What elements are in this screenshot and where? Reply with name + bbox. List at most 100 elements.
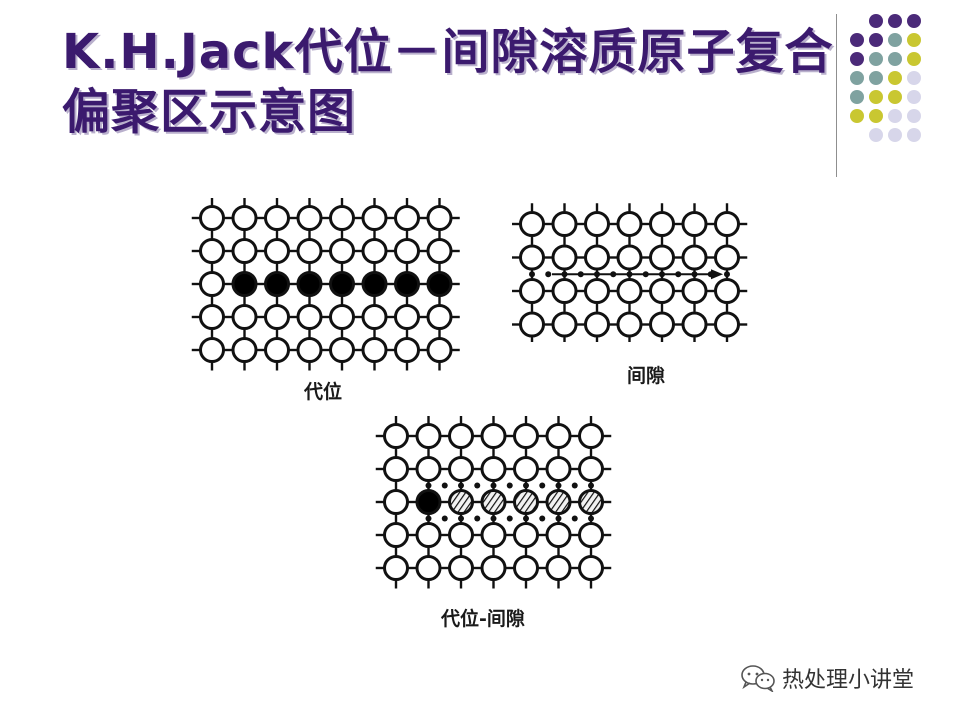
decorative-dot xyxy=(869,90,883,104)
decorative-dot xyxy=(888,71,902,85)
host-atom xyxy=(551,211,578,237)
substitutional-atom xyxy=(329,271,355,297)
interstitial-atom xyxy=(588,482,594,489)
host-atom xyxy=(329,304,355,330)
interstitial-atom xyxy=(425,482,432,489)
decorative-dot xyxy=(869,14,883,28)
host-atom xyxy=(480,522,507,548)
host-atom xyxy=(426,337,453,363)
host-atom xyxy=(296,337,323,363)
host-atom xyxy=(513,555,539,581)
interstitial-atom xyxy=(425,515,432,522)
host-atom xyxy=(199,205,225,231)
interstitial-atom xyxy=(724,271,730,278)
host-atom xyxy=(519,311,545,338)
host-atom xyxy=(448,456,474,482)
substitutional-atom xyxy=(264,271,290,297)
decorative-dot xyxy=(850,90,864,104)
host-atom xyxy=(361,304,388,330)
interstitial-atom xyxy=(474,482,481,489)
interstitial-atom xyxy=(506,482,513,489)
host-atom xyxy=(649,311,675,338)
host-atom xyxy=(329,238,355,264)
host-atom xyxy=(329,205,355,231)
interstitial-atom xyxy=(539,482,546,489)
host-atom xyxy=(578,456,604,482)
host-atom xyxy=(361,238,388,264)
divider-line xyxy=(836,14,837,177)
watermark-text: 热处理小讲堂 xyxy=(782,668,915,693)
decorative-dot xyxy=(888,33,902,47)
decorative-dot xyxy=(907,90,921,104)
interstitial-atom xyxy=(490,515,497,522)
host-atom xyxy=(714,244,740,271)
host-atom xyxy=(545,555,572,581)
host-atom xyxy=(361,337,388,363)
host-atom xyxy=(383,456,409,482)
hatched-solute-atom xyxy=(578,489,604,515)
host-atom xyxy=(584,244,610,271)
host-atom xyxy=(578,555,604,581)
hatched-solute-atom xyxy=(480,489,507,515)
host-atom xyxy=(649,211,675,237)
interstitial-atom xyxy=(474,515,481,522)
host-atom xyxy=(448,423,474,449)
host-atom xyxy=(199,304,225,330)
host-atom xyxy=(394,238,420,264)
interstitial-atom xyxy=(555,482,562,489)
host-atom xyxy=(578,423,604,449)
host-atom xyxy=(426,205,453,231)
decorative-dot xyxy=(869,128,883,142)
interstitial-atom xyxy=(506,515,513,522)
substitutional-caption: 代位 xyxy=(304,381,343,403)
host-atom xyxy=(545,423,572,449)
host-atom xyxy=(296,205,323,231)
host-atom xyxy=(616,278,643,304)
host-atom xyxy=(231,238,258,264)
host-atom xyxy=(383,555,409,581)
decorative-dot xyxy=(888,90,902,104)
host-atom xyxy=(480,423,507,449)
host-atom xyxy=(231,205,258,231)
substitutional-atom xyxy=(296,271,323,297)
decorative-dot xyxy=(907,128,921,142)
host-atom xyxy=(649,278,675,304)
decorative-dot xyxy=(907,33,921,47)
host-atom xyxy=(513,423,539,449)
host-atom xyxy=(551,244,578,271)
host-atom xyxy=(551,278,578,304)
host-atom xyxy=(264,238,290,264)
substitutional-atom xyxy=(426,271,453,297)
host-atom xyxy=(199,238,225,264)
host-atom xyxy=(231,304,258,330)
combined-caption: 代位-间隙 xyxy=(441,608,525,630)
decorative-dot xyxy=(907,14,921,28)
host-atom xyxy=(296,238,323,264)
host-atom xyxy=(714,278,740,304)
decorative-dot xyxy=(888,109,902,123)
decorative-dot xyxy=(888,14,902,28)
decorative-dot xyxy=(850,52,864,66)
diffusion-arrow-head xyxy=(711,269,723,280)
host-atom xyxy=(448,522,474,548)
host-atom xyxy=(551,311,578,338)
host-atom xyxy=(616,244,643,271)
host-atom xyxy=(714,311,740,338)
interstitial-atom xyxy=(555,515,562,522)
decorative-dot xyxy=(888,52,902,66)
host-atom xyxy=(584,278,610,304)
host-atom xyxy=(394,337,420,363)
decorative-dot xyxy=(907,109,921,123)
interstitial-atom xyxy=(458,515,464,522)
host-atom xyxy=(199,337,225,363)
host-atom xyxy=(480,555,507,581)
host-atom xyxy=(264,304,290,330)
hatched-solute-atom xyxy=(545,489,572,515)
interstitial-atom xyxy=(490,482,497,489)
wechat-icon xyxy=(741,665,775,692)
host-atom xyxy=(415,555,442,581)
host-atom xyxy=(681,278,708,304)
slide-title: K.H.Jack代位－间隙溶质原子复合偏聚区示意图 xyxy=(62,24,834,140)
host-atom xyxy=(649,244,675,271)
host-atom xyxy=(584,211,610,237)
